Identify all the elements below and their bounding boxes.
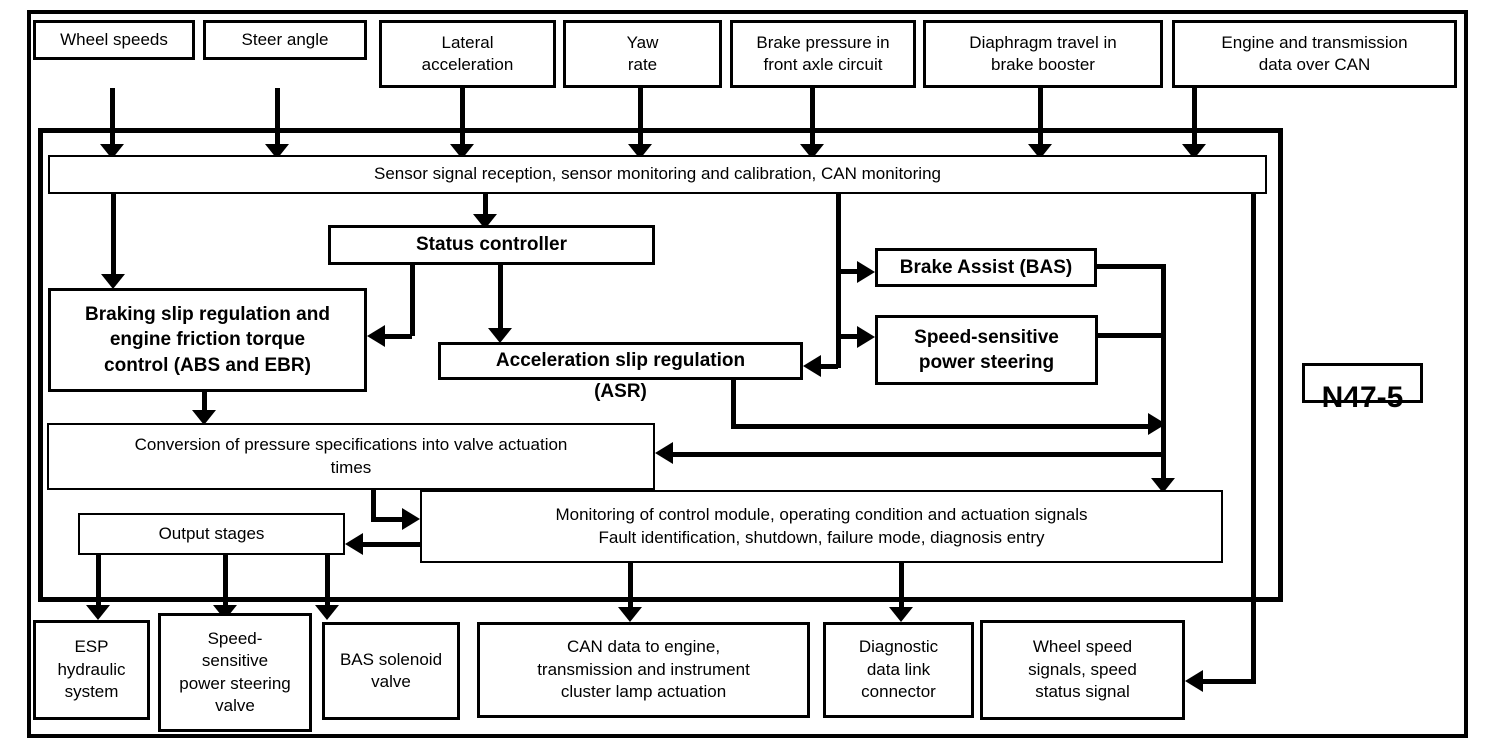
acceleration-slip-regulation-box: Acceleration slip regulation [438,342,803,380]
monitoring-box: Monitoring of control module, operating … [420,490,1223,563]
output-stages-box: Output stages [78,513,345,555]
output-wheel-speed-signals: Wheel speed signals, speed status signal [980,620,1185,720]
connector [110,88,115,144]
output-can-data: CAN data to engine, transmission and ins… [477,622,810,718]
arrowhead [345,533,363,555]
connector [731,380,736,428]
arrowhead [857,261,875,283]
connector [1097,264,1164,269]
connector [371,490,376,520]
connector [202,392,207,410]
acceleration-slip-sub-label: (ASR) [594,381,647,402]
connector [1192,88,1197,144]
connector [1161,264,1166,478]
output-esp-hydraulic: ESP hydraulic system [33,620,150,720]
arrowhead [803,355,821,377]
connector [841,334,859,339]
connector [325,555,330,605]
connector [498,265,503,328]
braking-slip-regulation-box: Braking slip regulation and engine frict… [48,288,367,392]
connector [899,563,904,607]
arrowhead [1151,478,1175,493]
connector [371,517,404,522]
connector [96,555,101,605]
connector [111,194,116,274]
input-yaw-rate: Yaw rate [563,20,722,88]
connector [731,424,1151,429]
connector [410,265,415,336]
connector [1038,88,1043,144]
module-label: N47-5 [1321,381,1404,414]
arrowhead [618,607,642,622]
input-diaphragm-travel: Diaphragm travel in brake booster [923,20,1163,88]
connector [275,88,280,144]
input-brake-pressure: Brake pressure in front axle circuit [730,20,916,88]
sensor-reception-bar: Sensor signal reception, sensor monitori… [48,155,1267,194]
connector [836,194,841,368]
arrowhead [101,274,125,289]
connector [363,542,420,547]
arrowhead [192,410,216,425]
connector [460,88,465,144]
output-bas-solenoid-valve: BAS solenoid valve [322,622,460,720]
module-label-box: N47-5 [1302,363,1423,414]
arrowhead [402,508,420,530]
connector [1251,193,1256,684]
input-lateral-acceleration: Lateral acceleration [379,20,556,88]
connector [1098,333,1162,338]
arrowhead [488,328,512,343]
input-engine-transmission-can: Engine and transmission data over CAN [1172,20,1457,88]
arrowhead [86,605,110,620]
arrowhead [315,605,339,620]
diagram-outer-frame [27,10,1468,738]
conversion-box: Conversion of pressure specifications in… [47,423,655,490]
connector [628,563,633,607]
input-steer-angle: Steer angle [203,20,367,60]
brake-assist-box: Brake Assist (BAS) [875,248,1097,287]
connector [810,88,815,144]
connector [223,555,228,605]
status-controller-box: Status controller [328,225,655,265]
speed-sensitive-steering-box: Speed-sensitive power steering [875,315,1098,385]
output-diagnostic-connector: Diagnostic data link connector [823,622,974,718]
connector [483,194,488,216]
connector [821,364,838,369]
connector [638,88,643,144]
connector [1203,679,1256,684]
arrowhead [367,325,385,347]
connector [841,269,859,274]
arrowhead [857,326,875,348]
input-wheel-speeds: Wheel speeds [33,20,195,60]
connector [385,334,412,339]
arrowhead [889,607,913,622]
connector [673,452,1162,457]
control-module-boundary [38,128,1283,602]
output-steering-valve: Speed- sensitive power steering valve [158,613,312,732]
arrowhead [655,442,673,464]
arrowhead [1185,670,1203,692]
